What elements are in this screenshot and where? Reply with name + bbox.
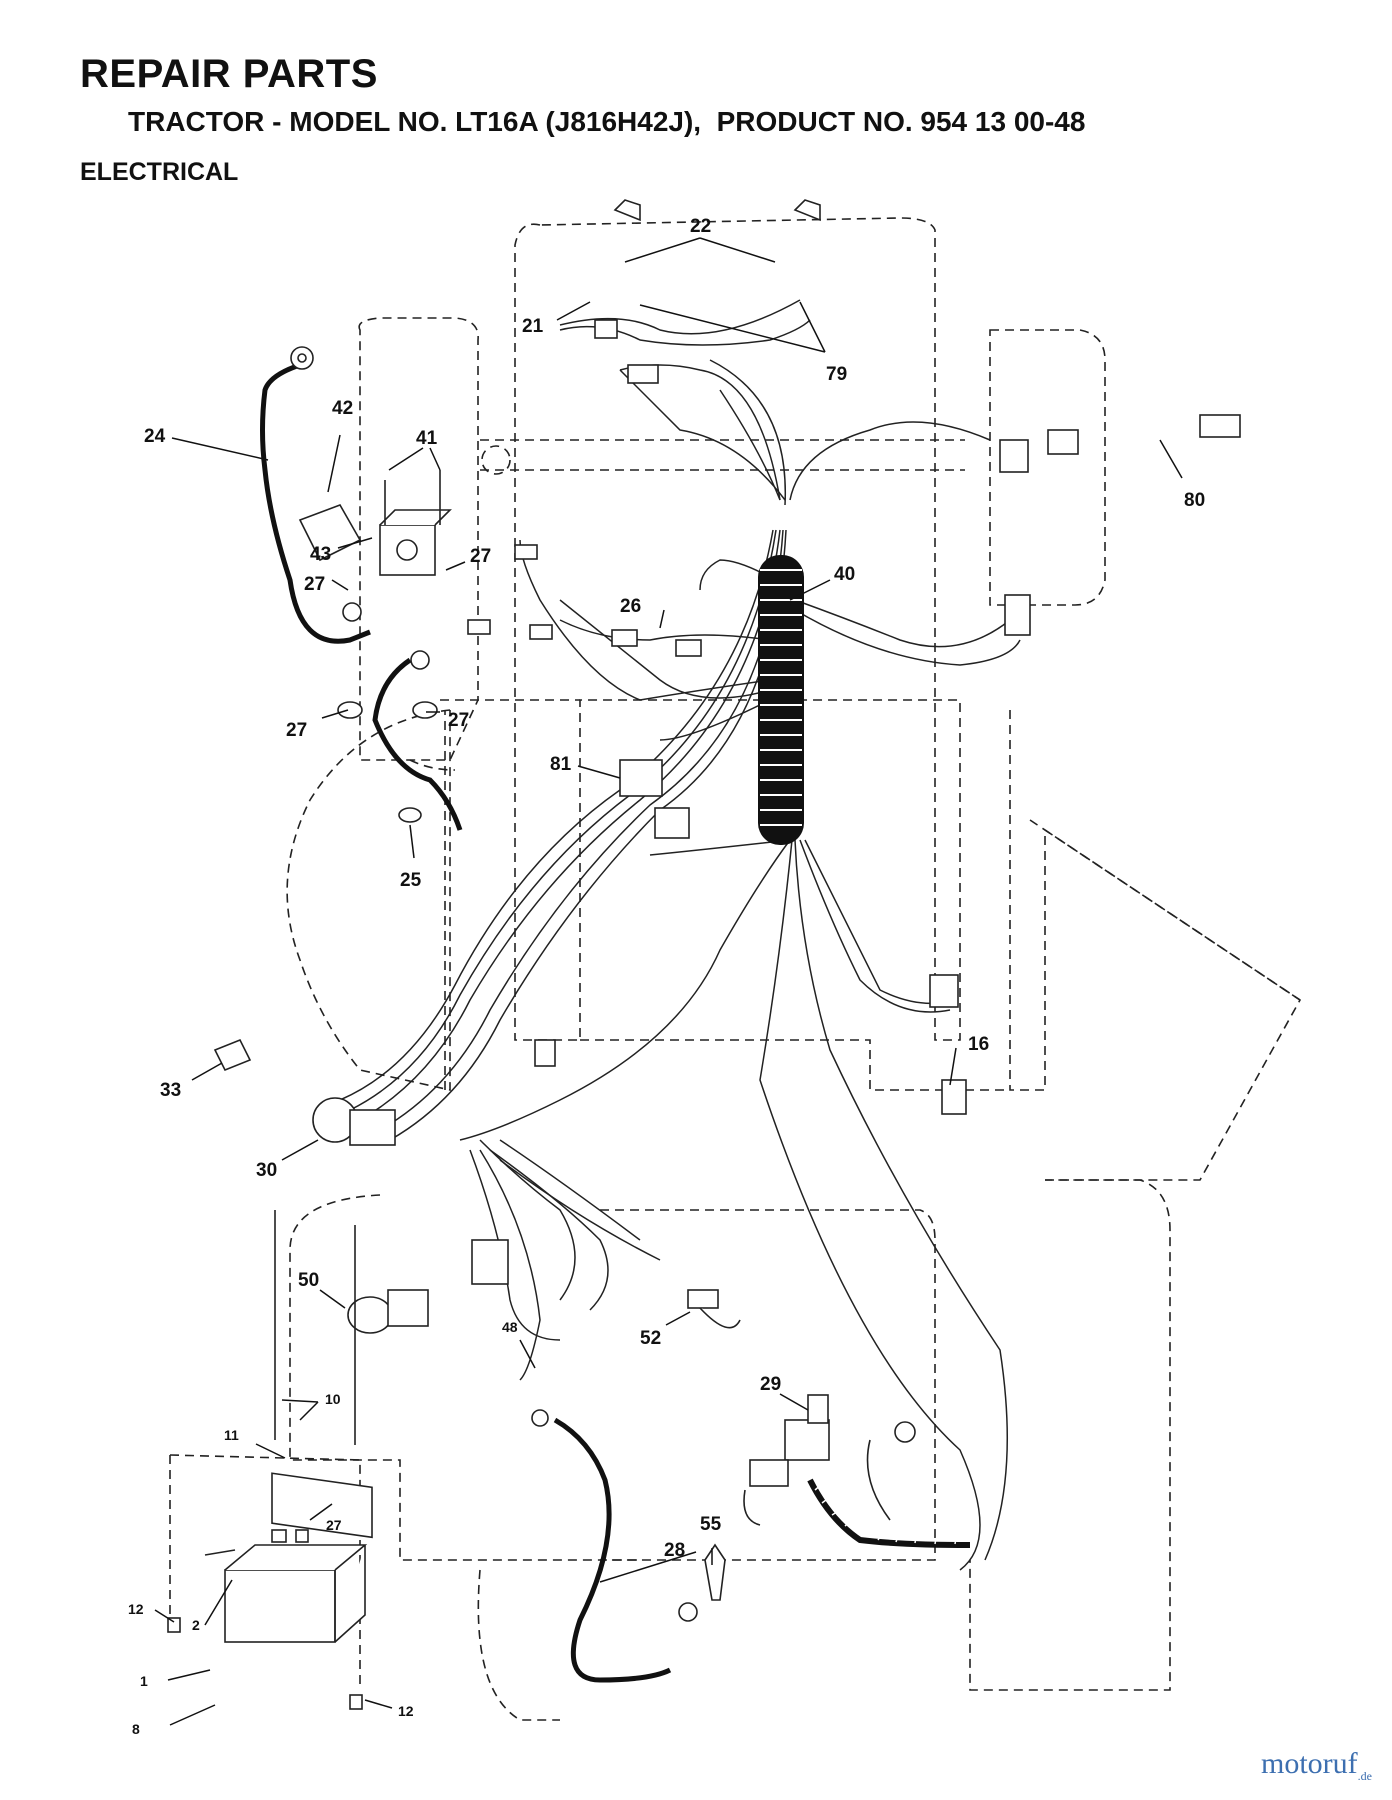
section-heading: ELECTRICAL xyxy=(80,158,239,186)
callout-27-d: 27 xyxy=(448,710,469,731)
callout-2: 2 xyxy=(192,1617,200,1633)
callout-41: 41 xyxy=(416,428,438,449)
callout-50: 50 xyxy=(298,1270,319,1291)
sleeve-ribs xyxy=(760,569,802,826)
callout-27-e: 27 xyxy=(326,1517,342,1533)
callout-1: 1 xyxy=(140,1673,148,1689)
callout-80: 80 xyxy=(1184,490,1205,511)
model-line: TRACTOR - MODEL NO. LT16A (J816H42J), PR… xyxy=(128,106,1086,137)
callout-33: 33 xyxy=(160,1080,181,1101)
callout-12-b: 12 xyxy=(398,1703,414,1719)
callout-27-b: 27 xyxy=(470,546,491,567)
callout-24: 24 xyxy=(144,426,166,447)
callout-30: 30 xyxy=(256,1160,277,1181)
callout-52: 52 xyxy=(640,1328,661,1349)
callout-27-c: 27 xyxy=(286,720,307,741)
callout-28: 28 xyxy=(664,1540,685,1561)
tractor-outline xyxy=(169,217,1302,1721)
callout-16: 16 xyxy=(968,1034,989,1055)
callout-81: 81 xyxy=(550,754,572,775)
watermark-suffix: .de xyxy=(1357,1769,1372,1783)
harness-sleeve xyxy=(758,555,804,845)
callout-27-a: 27 xyxy=(304,574,325,595)
callout-12-a: 12 xyxy=(128,1601,144,1617)
battery-cables xyxy=(260,362,672,1683)
wiring-harness xyxy=(339,299,1021,1571)
callout-21: 21 xyxy=(522,316,544,337)
leader-lines xyxy=(154,237,1183,1726)
callout-48: 48 xyxy=(502,1319,518,1335)
callout-26: 26 xyxy=(620,596,641,617)
callout-11: 11 xyxy=(224,1427,239,1443)
callout-29: 29 xyxy=(760,1374,781,1395)
coiled-cable-turns xyxy=(814,1483,957,1545)
callout-8: 8 xyxy=(132,1721,140,1737)
callout-43: 43 xyxy=(310,544,331,565)
callout-55: 55 xyxy=(700,1514,722,1535)
components xyxy=(167,199,1241,1710)
callout-22: 22 xyxy=(690,216,711,237)
callout-40: 40 xyxy=(834,564,855,585)
watermark-text: motoruf xyxy=(1261,1747,1358,1780)
coiled-cable xyxy=(807,1478,971,1548)
callout-10: 10 xyxy=(325,1391,341,1407)
callout-79: 79 xyxy=(826,364,847,385)
callout-42: 42 xyxy=(332,398,353,419)
callout-labels: 22 21 79 42 41 24 43 27 27 27 27 27 26 4… xyxy=(128,216,1205,1737)
watermark-logo: motoruf.de xyxy=(1261,1747,1372,1784)
page-title: REPAIR PARTS xyxy=(80,52,378,96)
callout-25: 25 xyxy=(400,870,422,891)
